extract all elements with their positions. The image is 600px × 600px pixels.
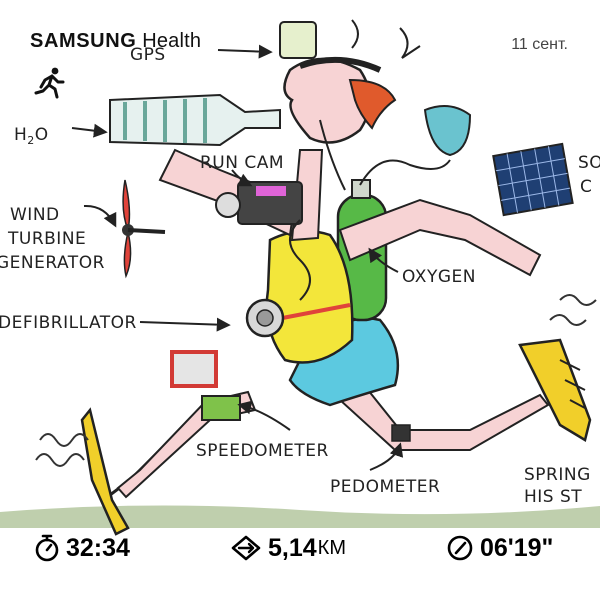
- grass-texture: [0, 505, 600, 528]
- pace-stat: 06'19": [446, 530, 553, 566]
- pedometer-device: [391, 424, 411, 442]
- brand-light: Health: [142, 30, 202, 52]
- pace-value: 06'19": [480, 533, 554, 562]
- front-spring: [549, 294, 597, 326]
- label-gps: GPS: [130, 45, 166, 65]
- duration-stat: 32:34: [34, 530, 130, 566]
- label-speedometer: SPEEDOMETER: [196, 441, 329, 461]
- defibrillator: [245, 298, 285, 338]
- runner-hair: [348, 78, 397, 130]
- label-solar-2: C: [580, 177, 592, 197]
- label-solar: SO: [578, 153, 600, 173]
- distance-value: 5,14: [268, 533, 317, 562]
- pace-gauge-icon: [447, 535, 473, 561]
- stopwatch-icon: [35, 534, 59, 562]
- label-spring: SPRING: [524, 465, 591, 485]
- label-pedometer: PEDOMETER: [330, 477, 440, 497]
- solar-panel: [492, 142, 574, 217]
- back-spring: [35, 433, 89, 467]
- wind-turbine: [122, 179, 166, 279]
- label-wind: WIND: [10, 205, 60, 225]
- runner-front-shoe: [518, 338, 592, 442]
- samsung-health-logo: SAMSUNG Health: [30, 30, 201, 53]
- label-defibrillator: DEFIBRILLATOR: [0, 313, 137, 333]
- distance-unit: КМ: [317, 536, 346, 559]
- runner-head: [283, 57, 372, 144]
- running-person-icon: [34, 67, 65, 99]
- gps-device: [279, 21, 317, 59]
- workout-date: 11 сент.: [511, 36, 568, 53]
- goggles: [423, 105, 472, 157]
- satellite-dish: [351, 19, 421, 59]
- distance-stat: 5,14 КМ: [230, 530, 346, 566]
- runner-headband: [299, 56, 382, 73]
- runner-shirt: [265, 229, 354, 364]
- duration-value: 32:34: [66, 533, 130, 562]
- label-generator: GENERATOR: [0, 253, 105, 273]
- speedometer-device: [170, 350, 218, 388]
- label-his-stride: HIS ST: [524, 487, 582, 507]
- distance-arrows-icon: [231, 535, 261, 561]
- label-oxygen: OXYGEN: [402, 267, 476, 287]
- label-run-cam: RUN CAM: [200, 153, 284, 173]
- oxygen-tube: [359, 159, 451, 186]
- runner-back-shoe: [80, 407, 130, 536]
- label-h2o: H2O: [14, 125, 49, 147]
- water-bottle: [109, 93, 281, 147]
- label-turbine: TURBINE: [7, 229, 86, 249]
- brand-bold: SAMSUNG: [30, 30, 137, 52]
